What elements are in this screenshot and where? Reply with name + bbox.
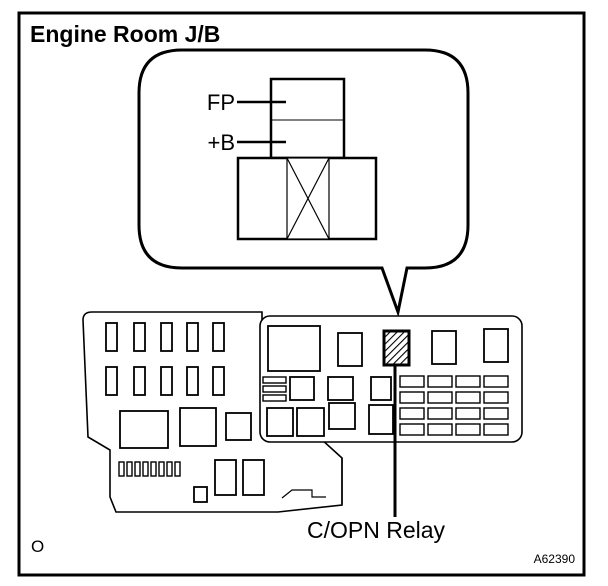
copn-relay-highlight [382, 329, 411, 367]
terminal-label-fp: FP [207, 90, 235, 115]
relay-sockets-right [266, 325, 509, 437]
copn-relay-label: C/OPN Relay [307, 517, 446, 543]
fuse-row-top [105, 322, 225, 352]
figure-code: A62390 [534, 552, 576, 566]
jb-latch [281, 489, 326, 499]
corner-mark: O [31, 537, 44, 556]
small-fuse-stack [262, 376, 287, 402]
mini-fuse-strip [118, 461, 181, 477]
relay-sockets-left [119, 407, 265, 503]
relay-connector-drawing: FP +B [207, 77, 378, 241]
diagram-title: Engine Room J/B [30, 21, 220, 47]
terminal-label-b: +B [207, 130, 235, 155]
relay-coil-cross-b [286, 157, 330, 240]
junction-block [82, 311, 523, 513]
fuse-grid [399, 375, 509, 436]
fuse-row-middle [105, 366, 225, 396]
relay-terminal-block [269, 77, 346, 160]
